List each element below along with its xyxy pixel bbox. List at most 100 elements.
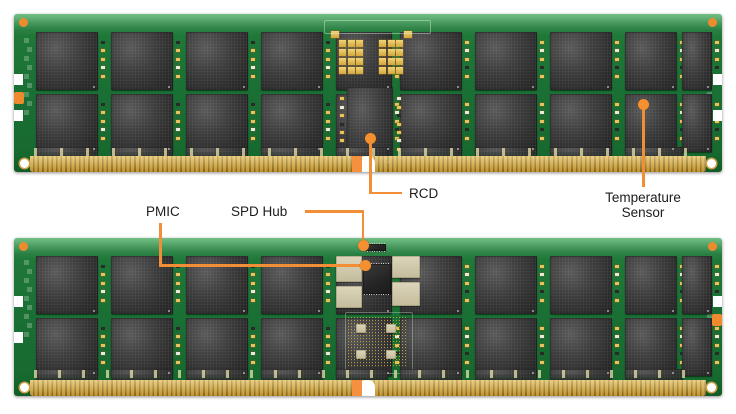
front-gold-pad-corner-left [331, 31, 339, 38]
center-notch-fill-back [352, 380, 362, 396]
back-bottom-package-3 [186, 369, 248, 380]
front-gold-pad-array-1 [339, 40, 364, 56]
back-right-dram-r1c3 [550, 256, 612, 314]
back-bottom-passive [322, 370, 325, 378]
silkscreen-mark-back [24, 260, 29, 265]
dram-pin1-marker [93, 371, 95, 374]
dram-pin1-marker [607, 309, 609, 312]
dram-pin1-marker [707, 147, 709, 150]
back-bottom-package-9 [625, 369, 683, 380]
back-right-dram-r2c3 [550, 318, 612, 376]
rcd-pin1-marker [388, 160, 390, 163]
dram-pin1-marker [168, 85, 170, 88]
edge-notch-back-right-upper [713, 296, 722, 307]
callout-label-temperature-sensor: Temperature Sensor [578, 190, 708, 220]
front-left-dram-r2c1 [36, 94, 98, 152]
front-right-passives-r1c4 [678, 35, 685, 83]
front-bottom-passive [190, 148, 193, 156]
gold-pad [387, 58, 395, 65]
callout-line-temperature-sensor [642, 107, 645, 187]
back-bottom-passive [106, 370, 109, 378]
front-left-passives-r2c4 [324, 97, 331, 145]
front-bottom-passive [580, 148, 583, 156]
front-bottom-passive [294, 148, 297, 156]
callout-label-spd-hub: SPD Hub [231, 204, 288, 219]
front-left-passives-r2c2 [174, 97, 181, 145]
dram-pin1-marker [387, 147, 389, 150]
edge-notch-front-right-upper [713, 74, 722, 85]
back-via-field-pad-1 [356, 324, 366, 333]
dram-pin1-marker [243, 309, 245, 312]
back-bottom-package-2 [111, 369, 173, 380]
back-bottom-passive [274, 370, 277, 378]
dram-pin1-marker [672, 147, 674, 150]
dram-pin1-marker [607, 371, 609, 374]
back-bottom-passive [514, 370, 517, 378]
dimm-module-back [14, 238, 722, 396]
front-right-passives-r2c5 [713, 97, 720, 145]
dram-pin1-marker [672, 85, 674, 88]
gold-pad [396, 40, 404, 47]
corner-pad-back-topleft [19, 242, 28, 251]
callout-marker-spd-hub [358, 240, 369, 251]
edge-notch-front-left-upper [14, 74, 23, 85]
gold-pad [347, 66, 355, 74]
back-right-dram-r2c2 [475, 318, 537, 376]
back-spd-hub-package [366, 242, 386, 253]
gold-pad [356, 48, 364, 56]
front-bottom-passive [398, 148, 401, 156]
back-left-dram-r2c1 [36, 318, 98, 376]
back-right-dram-r2c5 [682, 318, 712, 376]
front-bottom-passive [34, 148, 37, 156]
front-left-dram-r1c2 [111, 32, 173, 90]
front-bottom-passive [86, 148, 89, 156]
callout-label-temperature-sensor-line1: Temperature [605, 190, 681, 205]
callout-marker-pmic [360, 260, 371, 271]
back-left-dram-r2c4 [261, 318, 323, 376]
front-right-passives-r1c3 [613, 35, 620, 83]
front-bottom-passive [554, 148, 557, 156]
pcb-sheen-front [14, 14, 722, 30]
front-left-dram-r2c4 [261, 94, 323, 152]
dram-pin1-marker [532, 147, 534, 150]
front-gold-pad-array-4 [379, 58, 404, 74]
silkscreen-mark-back [24, 278, 29, 283]
front-bottom-package-7 [475, 147, 537, 158]
back-right-dram-r1c4 [625, 256, 677, 314]
callout-line-rcd-horizontal [369, 191, 402, 195]
front-right-dram-r1c5 [682, 32, 712, 90]
silkscreen-mark-front [24, 74, 29, 79]
back-bottom-passive [418, 370, 421, 378]
silkscreen-mark-back [27, 305, 32, 310]
dram-pin1-marker [387, 309, 389, 312]
front-bottom-passive [112, 148, 115, 156]
front-bottom-passive [242, 148, 245, 156]
gold-pad [379, 48, 386, 56]
back-left-dram-r1c1 [36, 256, 98, 314]
back-bottom-package-7 [475, 369, 537, 380]
dram-pin1-marker [318, 309, 320, 312]
front-bottom-passive [268, 148, 271, 156]
back-bottom-passive [562, 370, 565, 378]
front-silkscreen-outline [324, 20, 431, 34]
silkscreen-mark-front [24, 110, 29, 115]
front-left-passives-r1c3 [249, 35, 256, 83]
back-bottom-package-4 [261, 369, 323, 380]
dram-pin1-marker [318, 147, 320, 150]
dram-pin1-marker [672, 371, 674, 374]
silkscreen-mark-front [27, 65, 32, 70]
dram-pin1-marker [457, 309, 459, 312]
gold-pad [396, 48, 404, 56]
gold-pad [339, 66, 346, 74]
back-bottom-passive [538, 370, 541, 378]
silkscreen-mark-front [27, 47, 32, 52]
front-left-passives-r2c3 [249, 97, 256, 145]
front-gold-pad-array-2 [339, 58, 364, 74]
front-bottom-passive [658, 148, 661, 156]
front-left-passives-r2c1 [99, 97, 106, 145]
back-bottom-passive [298, 370, 301, 378]
gold-pad [387, 40, 395, 47]
back-left-passives-r2c4 [324, 321, 331, 369]
edge-pad-back-right [712, 314, 722, 326]
